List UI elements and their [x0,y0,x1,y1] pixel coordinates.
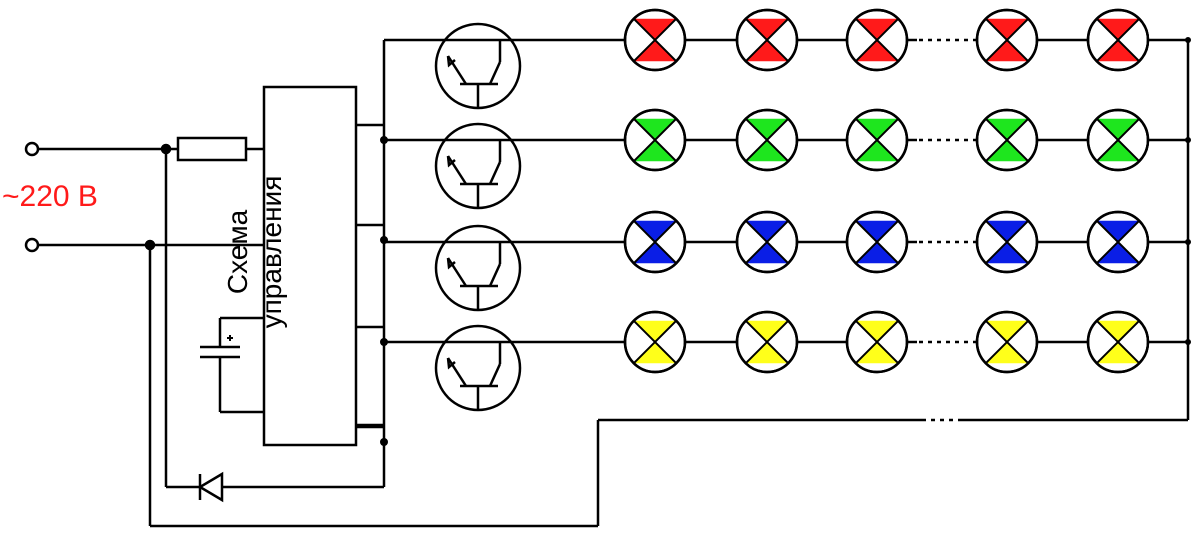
lamp [975,108,1039,172]
lamp [735,8,799,72]
lamp-string [356,310,1191,446]
lamp-string [356,8,1191,144]
lamp [975,310,1039,374]
lamp [623,310,687,374]
lamp-string [356,108,1191,244]
diode [197,471,224,503]
lamp [975,210,1039,274]
junction-dot [380,438,388,446]
transistor [434,224,522,312]
junction-dot [1185,137,1191,143]
control-block [262,85,358,447]
junction-dot [1185,37,1191,43]
lamp [735,310,799,374]
transistor [434,22,522,110]
capacitor [200,316,264,414]
transistor [434,122,522,210]
lamp [1086,210,1150,274]
static-wiring [24,40,1190,528]
lamp [845,310,909,374]
lamp [1086,8,1150,72]
junction-dot [1185,239,1191,245]
control-label-line2: управления [256,175,287,329]
transistor [434,324,522,412]
lamp [975,8,1039,72]
lamp [845,210,909,274]
lamp [735,210,799,274]
lamp [623,108,687,172]
lamp [1086,310,1150,374]
junction-dot [1185,339,1191,345]
control-label-line1: Схема [222,209,253,295]
voltage-label: ~220 В [2,180,98,213]
lamp [1086,108,1150,172]
lamp [623,210,687,274]
lamp-strings [356,8,1191,446]
lamp [623,8,687,72]
lamp [845,108,909,172]
input-terminal-bottom [24,237,40,253]
input-terminal-top [24,141,40,157]
lamp-string [356,210,1191,346]
lamp [735,108,799,172]
control-block-label: Схема управления [221,142,289,362]
lamp [845,8,909,72]
